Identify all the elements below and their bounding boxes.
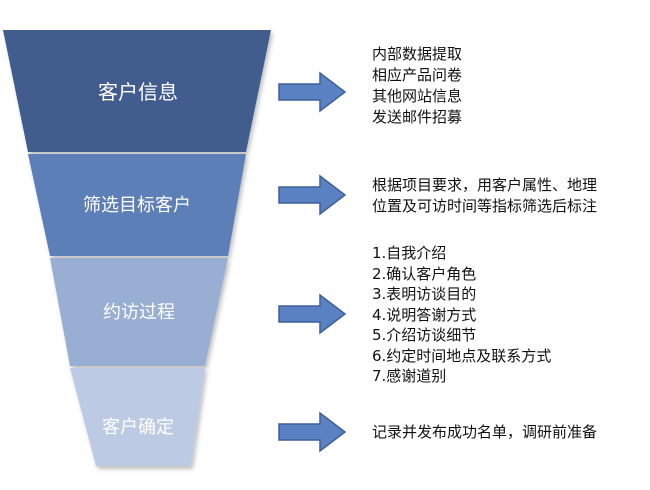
description-line: 5.介绍访谈细节	[372, 326, 477, 344]
right-arrow-icon	[278, 293, 347, 335]
funnel-stage-customer-confirm	[70, 368, 205, 466]
stage-label-appointment: 约访过程	[103, 302, 175, 323]
description-line: 2.确认客户角色	[372, 264, 477, 283]
stage-description-customer-info: 内部数据提取 相应产品问卷 其他网站信息 发送邮件招募	[372, 44, 462, 128]
right-arrow-icon	[278, 411, 347, 453]
description-line: 3.表明访谈目的	[372, 285, 477, 303]
description-line: 4.说明答谢方式	[372, 305, 477, 324]
stage-label-customer-confirm: 客户确定	[102, 417, 174, 438]
stage-label-filter-target: 筛选目标客户	[83, 195, 191, 216]
description-line: 相应产品问卷	[372, 66, 463, 84]
description-line: 内部数据提取	[372, 45, 463, 63]
description-line: 其他网站信息	[372, 87, 463, 105]
description-line: 根据项目要求，用客户属性、地理	[372, 176, 598, 194]
stage-description-customer-confirm: 记录并发布成功名单，调研前准备	[372, 422, 597, 443]
description-line: 6.约定时间地点及联系方式	[372, 346, 552, 365]
stage-description-appointment: 1.自我介绍 2.确认客户角色 3.表明访谈目的 4.说明答谢方式 5.介绍访谈…	[372, 243, 551, 387]
right-arrow-icon	[278, 71, 347, 113]
stage-description-filter-target: 根据项目要求，用客户属性、地理 位置及可访时间等指标筛选后标注	[372, 175, 597, 217]
description-line: 7.感谢道别	[372, 367, 447, 385]
stage-label-customer-info: 客户信息	[98, 80, 178, 104]
right-arrow-icon	[278, 174, 347, 216]
funnel-stage-customer-info	[3, 30, 271, 152]
funnel-stage-filter-target	[28, 154, 246, 256]
description-line: 1.自我介绍	[372, 244, 447, 262]
description-line: 发送邮件招募	[372, 108, 463, 126]
description-line: 记录并发布成功名单，调研前准备	[372, 423, 598, 441]
funnel-stage-appointment	[50, 258, 228, 366]
description-line: 位置及可访时间等指标筛选后标注	[372, 197, 598, 215]
